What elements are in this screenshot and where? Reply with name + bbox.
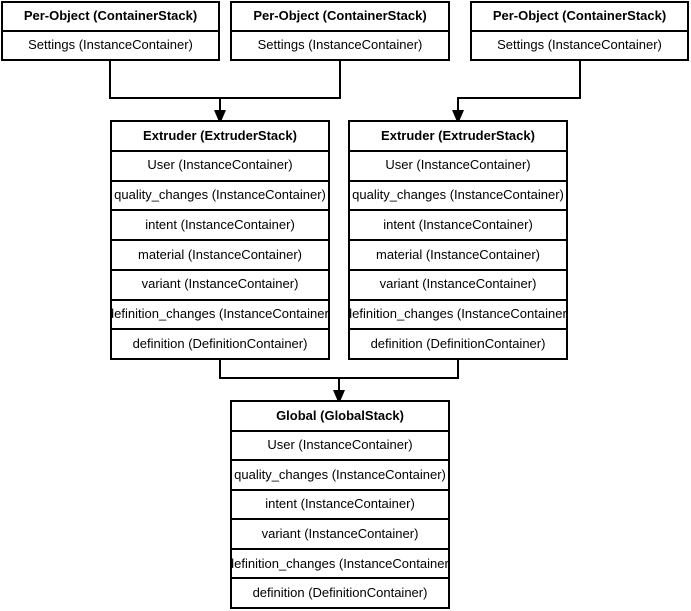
stack-row-definition-changes[interactable]: definition_changes (InstanceContainer)	[112, 298, 328, 329]
stack-header-per-object-2: Per-Object (ContainerStack)	[232, 3, 448, 30]
stack-box-per-object-1[interactable]: Per-Object (ContainerStack) Settings (In…	[1, 1, 220, 61]
connector-perobject2-to-extruder1	[110, 61, 341, 99]
stack-row-quality-changes[interactable]: quality_changes (InstanceContainer)	[350, 179, 566, 210]
stack-row-settings[interactable]: Settings (InstanceContainer)	[472, 30, 687, 59]
stack-row-quality-changes[interactable]: quality_changes (InstanceContainer)	[232, 459, 448, 489]
stack-row-intent[interactable]: intent (InstanceContainer)	[350, 209, 566, 239]
arrowhead-extruder1	[214, 110, 226, 124]
stack-box-per-object-3[interactable]: Per-Object (ContainerStack) Settings (In…	[470, 1, 689, 61]
stack-row-user[interactable]: User (InstanceContainer)	[232, 429, 448, 460]
stack-row-intent[interactable]: intent (InstanceContainer)	[112, 209, 328, 239]
stack-box-extruder-2[interactable]: Extruder (ExtruderStack) User (InstanceC…	[348, 120, 568, 360]
stack-row-definition-changes[interactable]: definition_changes (InstanceContainer)	[232, 547, 448, 578]
stack-header-extruder-2: Extruder (ExtruderStack)	[350, 122, 566, 150]
stack-row-user[interactable]: User (InstanceContainer)	[350, 149, 566, 180]
stack-box-global[interactable]: Global (GlobalStack) User (InstanceConta…	[230, 400, 450, 609]
stack-row-material[interactable]: material (InstanceContainer)	[350, 239, 566, 269]
stack-box-extruder-1[interactable]: Extruder (ExtruderStack) User (InstanceC…	[110, 120, 330, 360]
stack-row-material[interactable]: material (InstanceContainer)	[112, 239, 328, 269]
stack-row-quality-changes[interactable]: quality_changes (InstanceContainer)	[112, 179, 328, 210]
connector-perobject3-to-extruder2	[457, 61, 581, 117]
stack-row-settings[interactable]: Settings (InstanceContainer)	[3, 30, 218, 59]
stack-header-extruder-1: Extruder (ExtruderStack)	[112, 122, 328, 150]
stack-row-definition[interactable]: definition (DefinitionContainer)	[350, 328, 566, 358]
stack-row-variant[interactable]: variant (InstanceContainer)	[232, 518, 448, 548]
stack-row-definition[interactable]: definition (DefinitionContainer)	[112, 328, 328, 358]
stack-row-intent[interactable]: intent (InstanceContainer)	[232, 488, 448, 519]
stack-header-global: Global (GlobalStack)	[232, 402, 448, 430]
stack-row-variant[interactable]: variant (InstanceContainer)	[350, 268, 566, 299]
stack-row-user[interactable]: User (InstanceContainer)	[112, 149, 328, 180]
stack-row-definition[interactable]: definition (DefinitionContainer)	[232, 577, 448, 608]
connector-extruder1-to-global	[219, 360, 459, 379]
stack-header-per-object-1: Per-Object (ContainerStack)	[3, 3, 218, 30]
connector-perobject1-to-extruder1	[109, 61, 220, 99]
arrowhead-extruder2	[452, 110, 464, 124]
stack-row-settings[interactable]: Settings (InstanceContainer)	[232, 30, 448, 59]
arrowhead-global	[333, 390, 345, 404]
stack-box-per-object-2[interactable]: Per-Object (ContainerStack) Settings (In…	[230, 1, 450, 61]
stack-row-variant[interactable]: variant (InstanceContainer)	[112, 268, 328, 299]
stack-header-per-object-3: Per-Object (ContainerStack)	[472, 3, 687, 30]
stack-row-definition-changes[interactable]: definition_changes (InstanceContainer)	[350, 298, 566, 329]
